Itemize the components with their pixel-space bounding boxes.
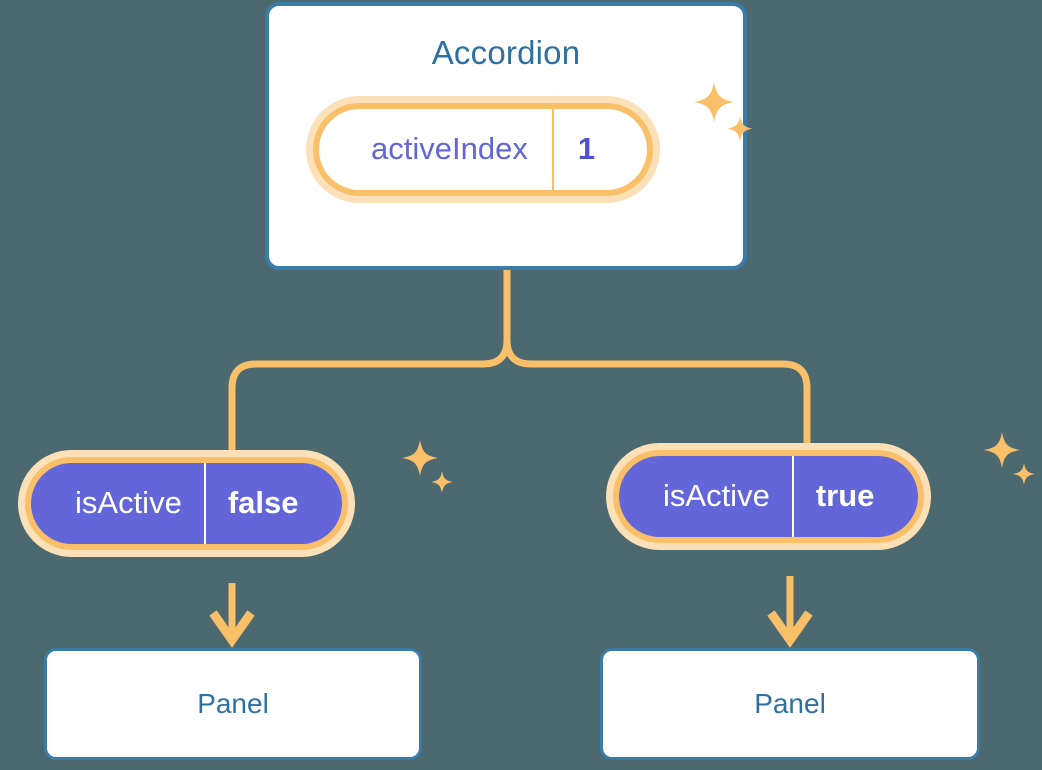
pill-body: activeIndex 1 — [319, 109, 648, 190]
pill-border-ring: isActive true — [613, 450, 925, 543]
state-value-label: 1 — [577, 131, 596, 166]
state-value-label: true — [815, 478, 875, 513]
pill-glow-ring: isActive false — [18, 450, 356, 557]
pill-divider — [203, 463, 206, 544]
panel-title: Panel — [754, 688, 826, 719]
branch-line-right — [503, 266, 811, 452]
pill-divider — [791, 456, 794, 537]
state-pill-active-index[interactable]: activeIndex 1 — [306, 96, 661, 203]
pill-body: isActive true — [619, 456, 919, 537]
sparkle-small — [431, 471, 453, 493]
pill-body: isActive false — [31, 463, 343, 544]
sparkles-icon-right — [980, 432, 1042, 503]
component-card-panel-right[interactable]: Panel — [600, 648, 980, 760]
pill-border-ring: isActive false — [25, 457, 349, 550]
arrow-down-icon-left — [209, 610, 255, 648]
state-value-label: false — [227, 485, 299, 520]
branch-line-left — [228, 266, 511, 459]
sparkle-small — [1013, 463, 1035, 485]
sparkles-icon-left — [398, 440, 460, 511]
component-card-panel-left[interactable]: Panel — [44, 648, 422, 760]
state-key-label: isActive — [663, 478, 770, 513]
pill-glow-ring: isActive true — [606, 443, 932, 550]
pill-glow-ring: activeIndex 1 — [306, 96, 661, 203]
state-pill-is-active-right[interactable]: isActive true — [606, 443, 932, 550]
state-key-label: isActive — [75, 485, 182, 520]
panel-title: Panel — [197, 688, 269, 719]
pill-border-ring: activeIndex 1 — [313, 103, 654, 196]
component-title: Accordion — [431, 34, 581, 71]
sparkle-large — [984, 432, 1020, 468]
state-pill-is-active-left[interactable]: isActive false — [18, 450, 356, 557]
arrow-down-icon-right — [767, 610, 813, 648]
sparkle-large — [402, 440, 438, 476]
state-key-label: activeIndex — [371, 131, 528, 166]
pill-divider — [551, 109, 554, 190]
